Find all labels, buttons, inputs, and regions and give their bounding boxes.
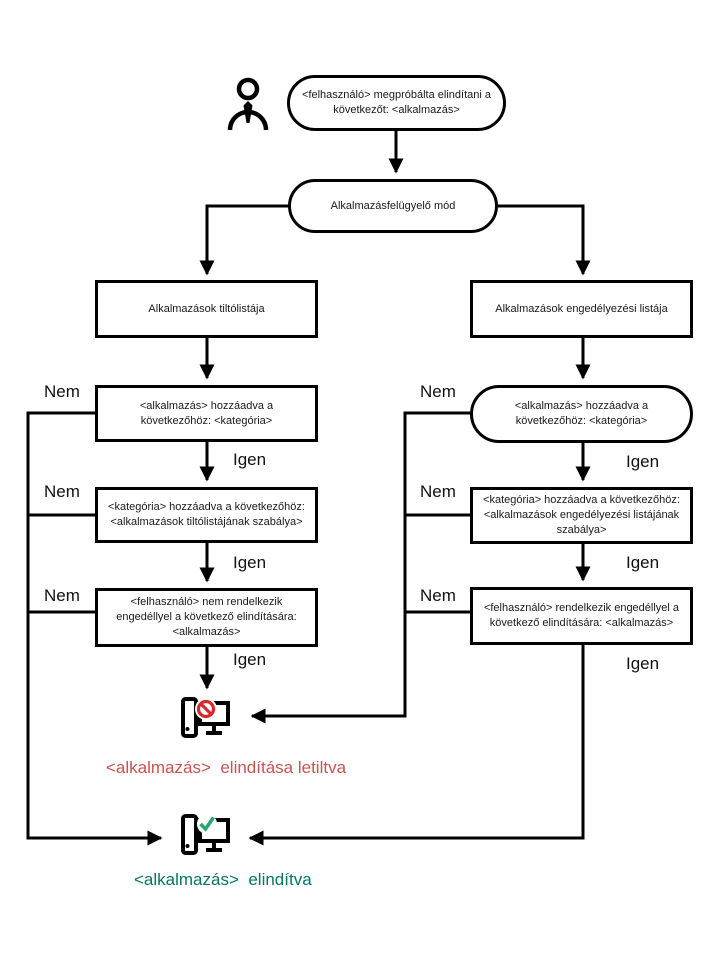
node-start-label: <felhasználó> megpróbálta elindítani a k… — [302, 89, 491, 116]
node-allow-step2-label: <kategória> hozzáadva a következőhöz: <a… — [483, 494, 680, 536]
node-allow-step3: <felhasználó> rendelkezik engedéllyel a … — [470, 587, 693, 645]
blocked-computer-icon — [180, 696, 234, 742]
node-allowlist-title-label: Alkalmazások engedélyezési listája — [495, 302, 668, 315]
edge-label-yes: Igen — [233, 450, 267, 469]
node-deny-step1-label: <alkalmazás> hozzáadva a következőhöz: <… — [139, 399, 274, 427]
node-allow-step3-label: <felhasználó> rendelkezik engedéllyel a … — [483, 602, 680, 629]
blocked-outcome-label: <alkalmazás> elindítása letiltva — [106, 758, 347, 777]
edge-label-no: Nem — [44, 482, 80, 501]
edge-label-yes: Igen — [626, 452, 660, 471]
node-deny-step2: <kategória> hozzáadva a következőhöz: <a… — [95, 487, 318, 543]
edge-label-yes: Igen — [626, 553, 660, 572]
edge-label-no: Nem — [44, 382, 80, 401]
node-deny-step3-label: <felhasználó> nem rendelkezik engedéllye… — [116, 596, 297, 638]
node-mode-label: Alkalmazásfelügyelő mód — [330, 199, 456, 212]
node-denylist-title: Alkalmazások tiltólistája — [95, 280, 318, 338]
node-start: <felhasználó> megpróbálta elindítani a k… — [287, 75, 506, 131]
edge-label-yes: Igen — [626, 654, 660, 673]
node-deny-step3: <felhasználó> nem rendelkezik engedéllye… — [95, 588, 318, 647]
node-mode: Alkalmazásfelügyelő mód — [288, 179, 498, 233]
node-deny-step2-label: <kategória> hozzáadva a következőhöz: <a… — [108, 501, 305, 528]
edge-label-no: Nem — [44, 586, 80, 605]
node-allow-step1: <alkalmazás> hozzáadva a következőhöz: <… — [470, 385, 693, 443]
started-computer-icon — [180, 813, 234, 859]
node-denylist-title-label: Alkalmazások tiltólistája — [148, 302, 265, 315]
edge-label-no: Nem — [420, 482, 456, 501]
node-allowlist-title: Alkalmazások engedélyezési listája — [470, 280, 693, 338]
user-icon — [226, 76, 270, 132]
node-allow-step1-label: <alkalmazás> hozzáadva a következőhöz: <… — [514, 400, 649, 427]
edge-label-yes: Igen — [233, 650, 267, 669]
edge-label-yes: Igen — [233, 553, 267, 572]
started-outcome-label: <alkalmazás> elindítva — [134, 870, 312, 889]
node-allow-step2: <kategória> hozzáadva a következőhöz: <a… — [470, 487, 693, 544]
edge-label-no: Nem — [420, 382, 456, 401]
edge-label-no: Nem — [420, 586, 456, 605]
node-deny-step1: <alkalmazás> hozzáadva a következőhöz: <… — [95, 385, 318, 442]
